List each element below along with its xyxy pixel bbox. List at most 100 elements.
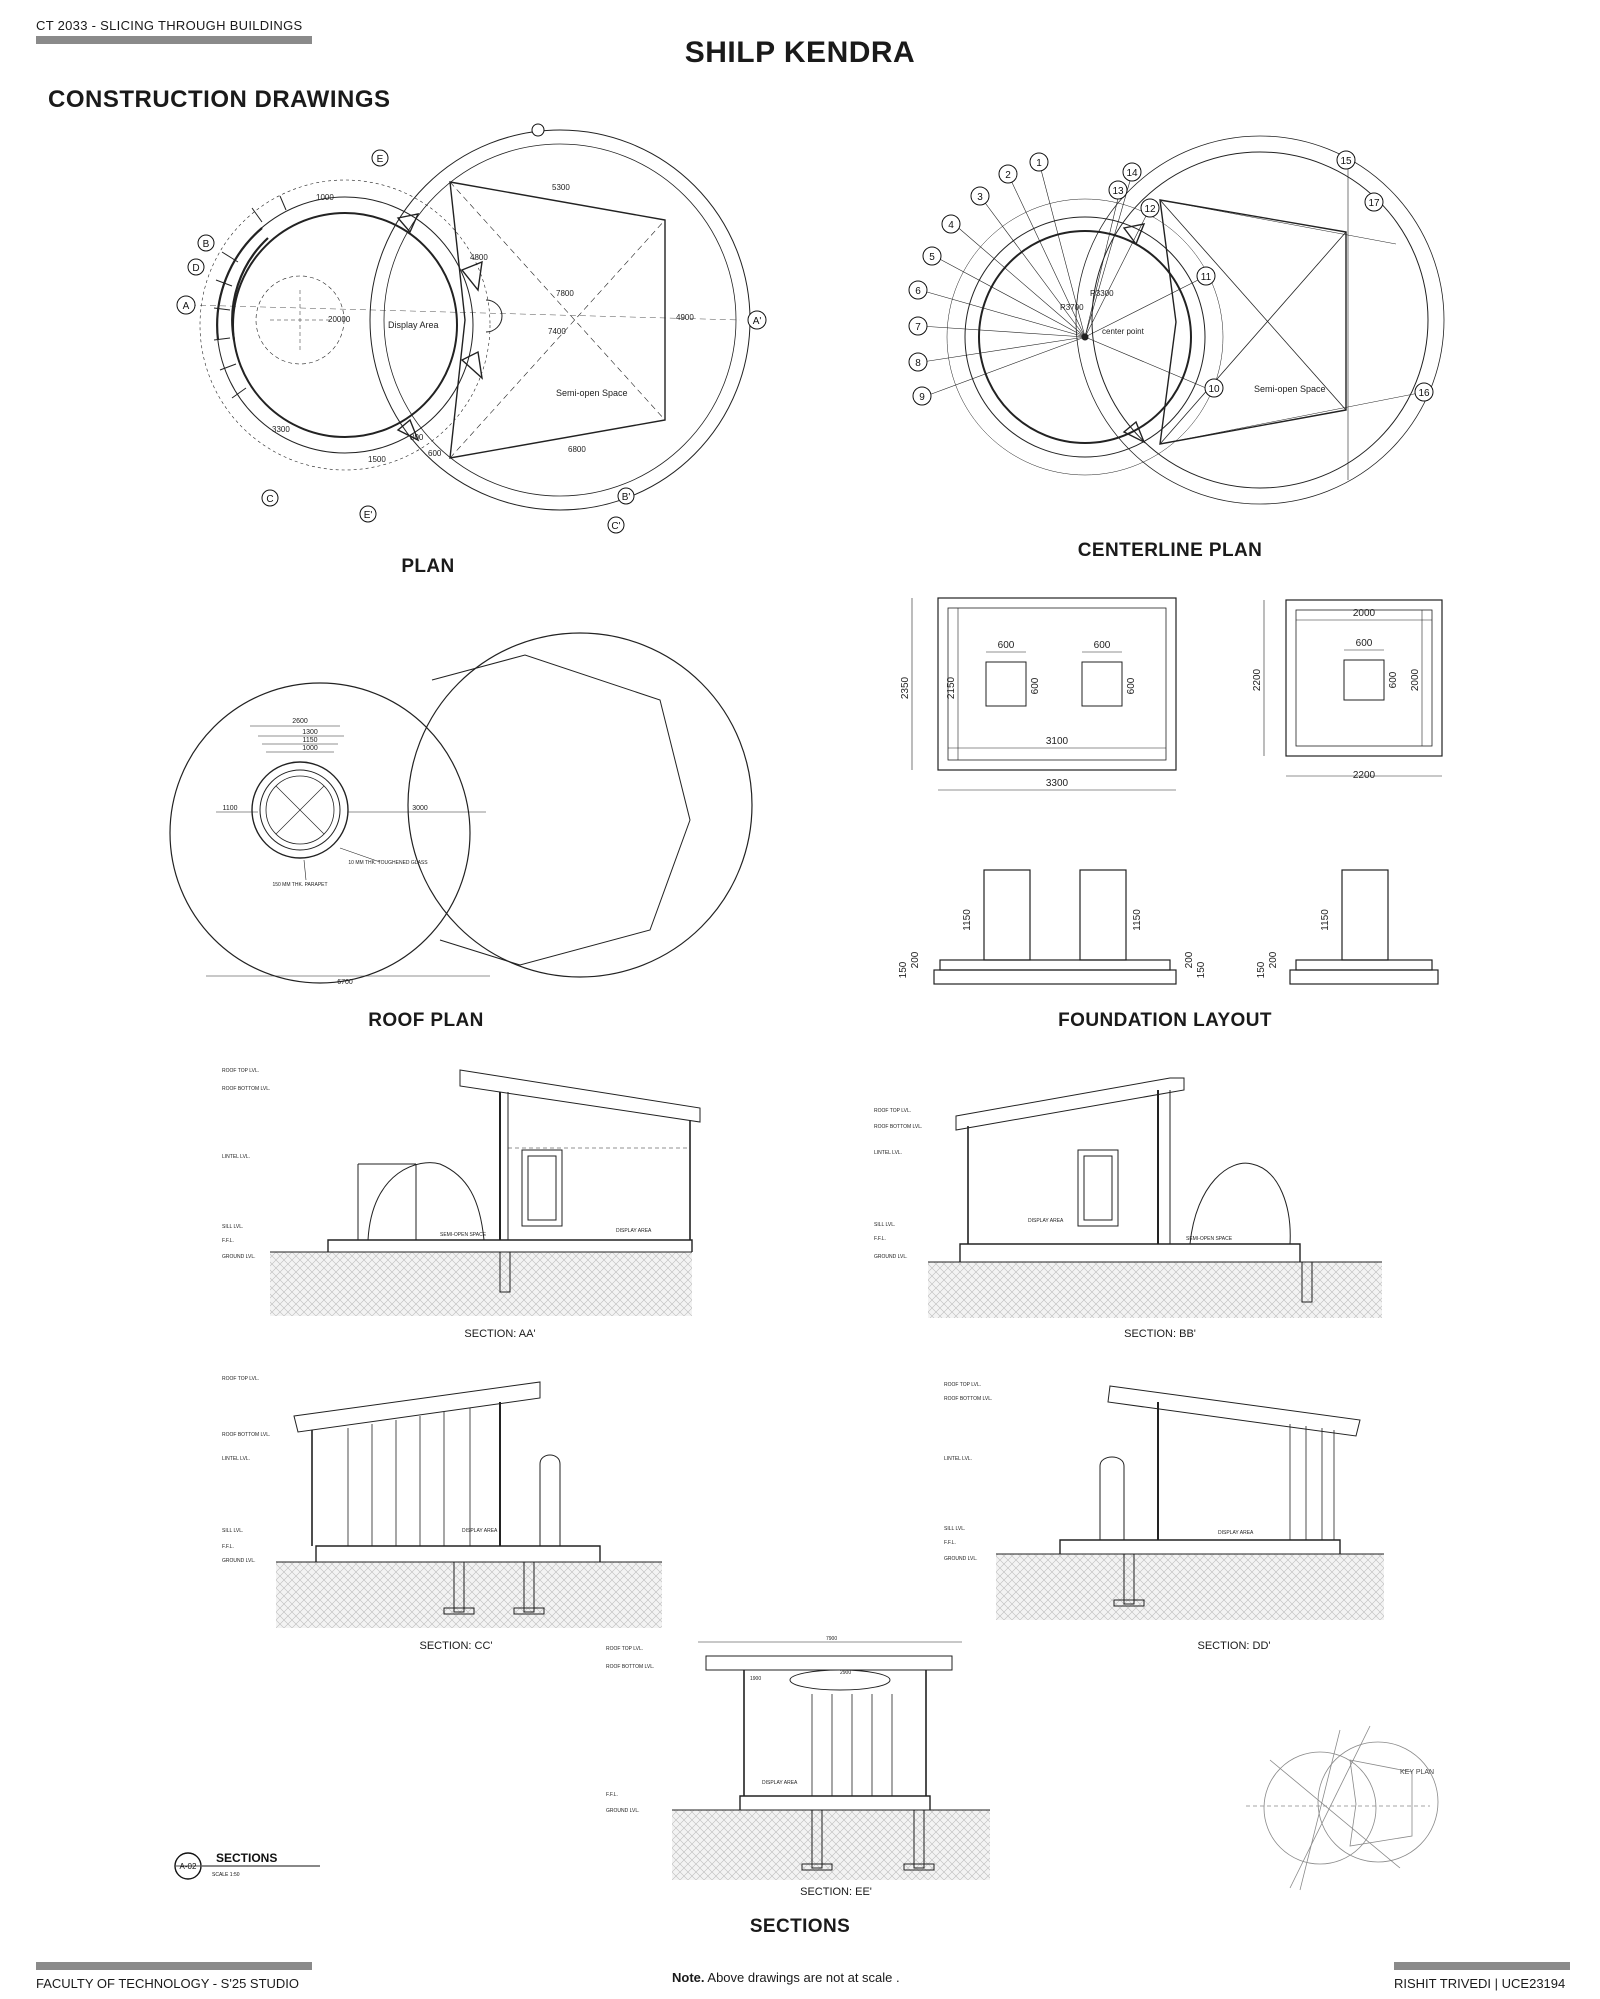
cc-level-ground: GROUND LVL. — [222, 1558, 256, 1564]
plan-dim-11: 3300 — [272, 425, 290, 434]
fd-elev-a3: 200 — [1268, 951, 1279, 968]
ee-level-ffl: F.F.L. — [606, 1792, 618, 1798]
cl-num-6: 6 — [915, 286, 921, 297]
fd1-col-w2: 600 — [1094, 640, 1111, 651]
fd1-col-h1: 600 — [1030, 677, 1041, 694]
fd-elev-b1: 150 — [898, 961, 909, 978]
key-plan-drawing — [1246, 1725, 1439, 1891]
aa-level-ffl: F.F.L. — [222, 1238, 234, 1244]
sheet-scale: SCALE 1:50 — [212, 1872, 240, 1878]
ee-level-roof-top: ROOF TOP LVL. — [606, 1646, 643, 1652]
plan-dim-7: 1500 — [368, 455, 386, 464]
fd-elev-h3: 1150 — [1320, 909, 1331, 931]
ee-dim-1: 7900 — [826, 1636, 837, 1642]
cl-num-4: 4 — [948, 220, 954, 231]
roof-parapet-note: 150 MM THK. PARAPET — [272, 882, 327, 888]
plan-display-area: Display Area — [388, 320, 439, 330]
cc-level-roof-bottom: ROOF BOTTOM LVL. — [222, 1432, 270, 1438]
dd-level-ground: GROUND LVL. — [944, 1556, 978, 1562]
dd-display-area: DISPLAY AREA — [1218, 1530, 1254, 1536]
section-dd-drawing — [996, 1385, 1384, 1620]
ee-display-area: DISPLAY AREA — [762, 1780, 798, 1786]
plan-drawing — [189, 129, 751, 511]
cl-num-17: 17 — [1368, 198, 1380, 209]
bb-level-roof-bottom: ROOF BOTTOM LVL. — [874, 1124, 922, 1130]
section-aa-drawing — [270, 1069, 701, 1316]
sheet-code: A-02 — [180, 1862, 197, 1871]
roof-dim-5: 1100 — [222, 805, 237, 812]
bb-display-area: DISPLAY AREA — [1028, 1218, 1064, 1224]
centerline-texts: center point Semi-open Space R3300 R3700 — [1060, 289, 1326, 394]
roof-dim-4: 1000 — [302, 745, 318, 752]
dd-level-lintel: LINTEL LVL. — [944, 1456, 972, 1462]
foundation-plans — [911, 597, 1443, 791]
footer-bar-left — [36, 1962, 312, 1970]
key-plan-label: KEY PLAN — [1400, 1769, 1434, 1776]
cc-level-ffl: F.F.L. — [222, 1544, 234, 1550]
label-section-bb: SECTION: BB' — [1124, 1328, 1196, 1340]
fd1-inner-w: 3100 — [1046, 736, 1069, 747]
cl-num-3: 3 — [977, 192, 983, 203]
fd2-inner-w: 2000 — [1353, 608, 1376, 619]
plan-dim-10: 800 — [410, 433, 424, 442]
fd-elev-h2: 1150 — [1132, 909, 1143, 931]
footer-bar-right — [1394, 1962, 1570, 1970]
cl-num-7: 7 — [915, 322, 921, 333]
label-foundation-layout: FOUNDATION LAYOUT — [1058, 1010, 1272, 1031]
fd1-inner-h: 2150 — [946, 676, 957, 699]
fd1-outer-h: 2350 — [900, 676, 911, 699]
section-dd-texts: DISPLAY AREA ROOF TOP LVL. ROOF BOTTOM L… — [944, 1382, 1254, 1562]
cl-num-1: 1 — [1036, 158, 1042, 169]
cc-display-area: DISPLAY AREA — [462, 1528, 498, 1534]
plan-marker-a-prime: A' — [753, 316, 762, 327]
bb-level-roof-top: ROOF TOP LVL. — [874, 1108, 911, 1114]
plan-marker-e: E — [377, 154, 384, 165]
cl-num-16: 16 — [1418, 388, 1430, 399]
plan-grid-markers: A A' B B' C C' D E E' — [176, 123, 767, 534]
section-ee-texts: DISPLAY AREA 7900 1900 2900 ROOF TOP LVL… — [606, 1636, 851, 1814]
ee-level-ground: GROUND LVL. — [606, 1808, 640, 1814]
centerline-drawing — [919, 135, 1445, 505]
footer-left: FACULTY OF TECHNOLOGY - S'25 STUDIO — [36, 1976, 300, 1991]
dd-level-roof-bottom: ROOF BOTTOM LVL. — [944, 1396, 992, 1402]
bb-level-sill: SILL LVL. — [874, 1222, 895, 1228]
footer-note-text: Above drawings are not at scale . — [704, 1970, 900, 1985]
plan-marker-c: C — [266, 494, 273, 505]
centerline-markers: 1 2 3 4 5 6 7 8 9 10 11 12 13 14 15 16 1… — [908, 150, 1434, 406]
section-cc-drawing — [276, 1381, 662, 1628]
plan-marker-d: D — [192, 263, 199, 274]
plan-marker-c-prime: C' — [611, 521, 620, 532]
label-section-dd: SECTION: DD' — [1197, 1640, 1271, 1652]
section-bb-drawing — [928, 1077, 1382, 1318]
cc-level-roof-top: ROOF TOP LVL. — [222, 1376, 259, 1382]
fd-elev-b3: 150 — [1256, 961, 1267, 978]
header-bar — [36, 36, 312, 44]
plan-dim-2: 7800 — [556, 289, 574, 298]
label-roof-plan: ROOF PLAN — [368, 1010, 484, 1031]
sheet-title-block: A-02 SECTIONS SCALE 1:50 — [174, 1851, 320, 1880]
fd2-outer-w: 2200 — [1353, 770, 1376, 781]
roof-dim-6: 3000 — [412, 805, 428, 812]
plan-semi-open: Semi-open Space — [556, 388, 628, 398]
roof-dim-7: 6700 — [337, 979, 353, 986]
fd1-col-w1: 600 — [998, 640, 1015, 651]
foundation-elev-texts: 1150 1150 1150 200 150 200 150 200 150 — [898, 909, 1331, 979]
bb-level-lintel: LINTEL LVL. — [874, 1150, 902, 1156]
plan-dim-6: 4800 — [470, 253, 488, 262]
fd1-outer-w: 3300 — [1046, 778, 1069, 789]
label-section-ee: SECTION: EE' — [800, 1886, 872, 1898]
roof-dim-3: 1150 — [302, 737, 317, 744]
plan-marker-a: A — [183, 301, 190, 312]
roof-dim-2: 1300 — [302, 729, 318, 736]
section-aa-texts: SEMI-OPEN SPACE DISPLAY AREA ROOF TOP LV… — [222, 1068, 652, 1260]
cl-num-9: 9 — [919, 392, 925, 403]
ee-dim-3: 2900 — [840, 1670, 851, 1676]
fd1-col-h2: 600 — [1126, 677, 1137, 694]
cl-radius-1: R3300 — [1090, 289, 1114, 298]
bb-level-ffl: F.F.L. — [874, 1236, 886, 1242]
roof-glass-note: 10 MM THK. TOUGHENED GLASS — [348, 860, 428, 866]
bb-level-ground: GROUND LVL. — [874, 1254, 908, 1260]
roof-plan-texts: 2600 1300 1150 1000 1100 3000 6700 10 MM… — [222, 718, 428, 986]
label-sections: SECTIONS — [749, 1916, 851, 1937]
